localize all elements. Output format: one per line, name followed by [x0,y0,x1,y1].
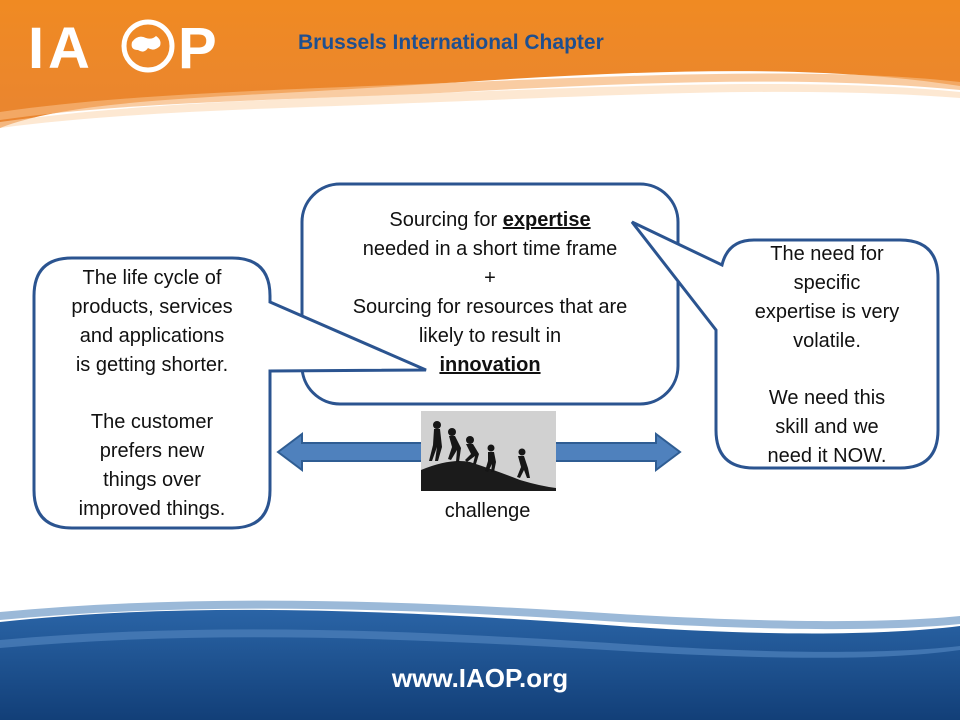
center-bubble-text: Sourcing for expertise needed in a short… [322,206,658,380]
right-p2-line-2: skill and we [775,416,879,438]
center-line-3: + [484,267,496,289]
left-p1-line-2: products, services [71,296,233,318]
left-p2-line-1: The customer [90,411,214,433]
center-line-5: likely to result in [418,325,562,347]
right-bubble-text: The need for specific expertise is very … [726,240,928,471]
logo-graphic: I A P [28,18,217,74]
chapter-title: Brussels International Chapter [298,31,604,54]
footer-url[interactable]: www.IAOP.org [391,663,569,693]
right-p1-line-4: volatile. [793,330,861,352]
innovation-emphasis: innovation [439,354,541,376]
right-p2-line-1: We need this [768,387,886,409]
right-bubble [630,220,940,470]
right-p2-line-3: need it NOW. [767,445,887,467]
center-line-1: Sourcing for expertise [322,206,658,235]
left-p1-line-3: and applications [79,325,225,347]
center-line-1-text: Sourcing for [389,209,503,231]
left-p2-line-2: prefers new [99,440,205,462]
center-line-4: Sourcing for resources that are [352,296,628,318]
left-bubble [32,256,427,530]
left-p1-line-1: The life cycle of [82,267,222,289]
left-p2-line-4: improved things. [78,498,226,520]
header-band [0,0,960,128]
left-bubble-text: The life cycle of products, services and… [44,264,260,524]
svg-text:I: I [28,18,44,74]
right-p1-line-3: expertise is very [754,301,900,323]
right-p1-line-2: specific [793,272,861,294]
image-caption: challenge [444,500,531,522]
left-p1-line-4: is getting shorter. [75,354,229,376]
svg-text:A: A [48,18,90,74]
footer-band [0,600,960,720]
center-line-2: needed in a short time frame [362,238,618,260]
right-p1-line-1: The need for [770,243,884,265]
expertise-emphasis: expertise [502,209,591,231]
left-p2-line-3: things over [103,469,201,491]
center-bubble [300,182,680,406]
climbers-photo [421,411,556,491]
iaop-logo: I A P [28,18,228,74]
svg-text:P: P [178,18,217,74]
